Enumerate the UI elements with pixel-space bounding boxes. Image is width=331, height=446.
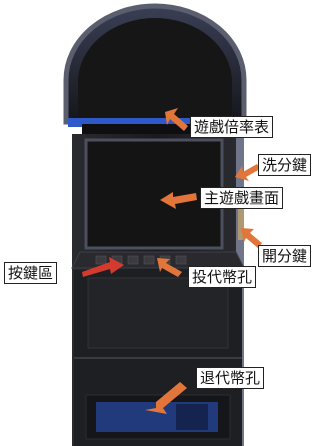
label-paytable: 遊戲倍率表	[190, 116, 274, 138]
coin-tray-gap	[176, 404, 208, 430]
arrow-coin-return	[145, 382, 187, 414]
arrow-paytable	[165, 108, 188, 131]
label-coin-return: 退代幣孔	[196, 367, 265, 389]
arrow-main-screen	[160, 192, 197, 209]
arrows	[82, 108, 262, 414]
label-button-area: 按鍵區	[4, 262, 58, 284]
label-coin-slot: 投代幣孔	[188, 266, 257, 288]
cabinet-top-inner	[78, 18, 232, 120]
side-reflection	[238, 200, 244, 240]
main-game-screen	[84, 138, 224, 250]
arrow-wash-key	[235, 164, 260, 181]
label-open-key: 開分鍵	[258, 245, 312, 267]
blue-light-strip	[68, 118, 244, 127]
label-wash-key: 洗分鍵	[258, 154, 312, 176]
label-main-screen: 主遊戲畫面	[200, 187, 284, 209]
arrow-open-key	[241, 228, 262, 248]
arrow-button-area	[82, 257, 124, 277]
arrow-coin-slot	[157, 258, 182, 277]
lower-panel	[87, 277, 229, 349]
